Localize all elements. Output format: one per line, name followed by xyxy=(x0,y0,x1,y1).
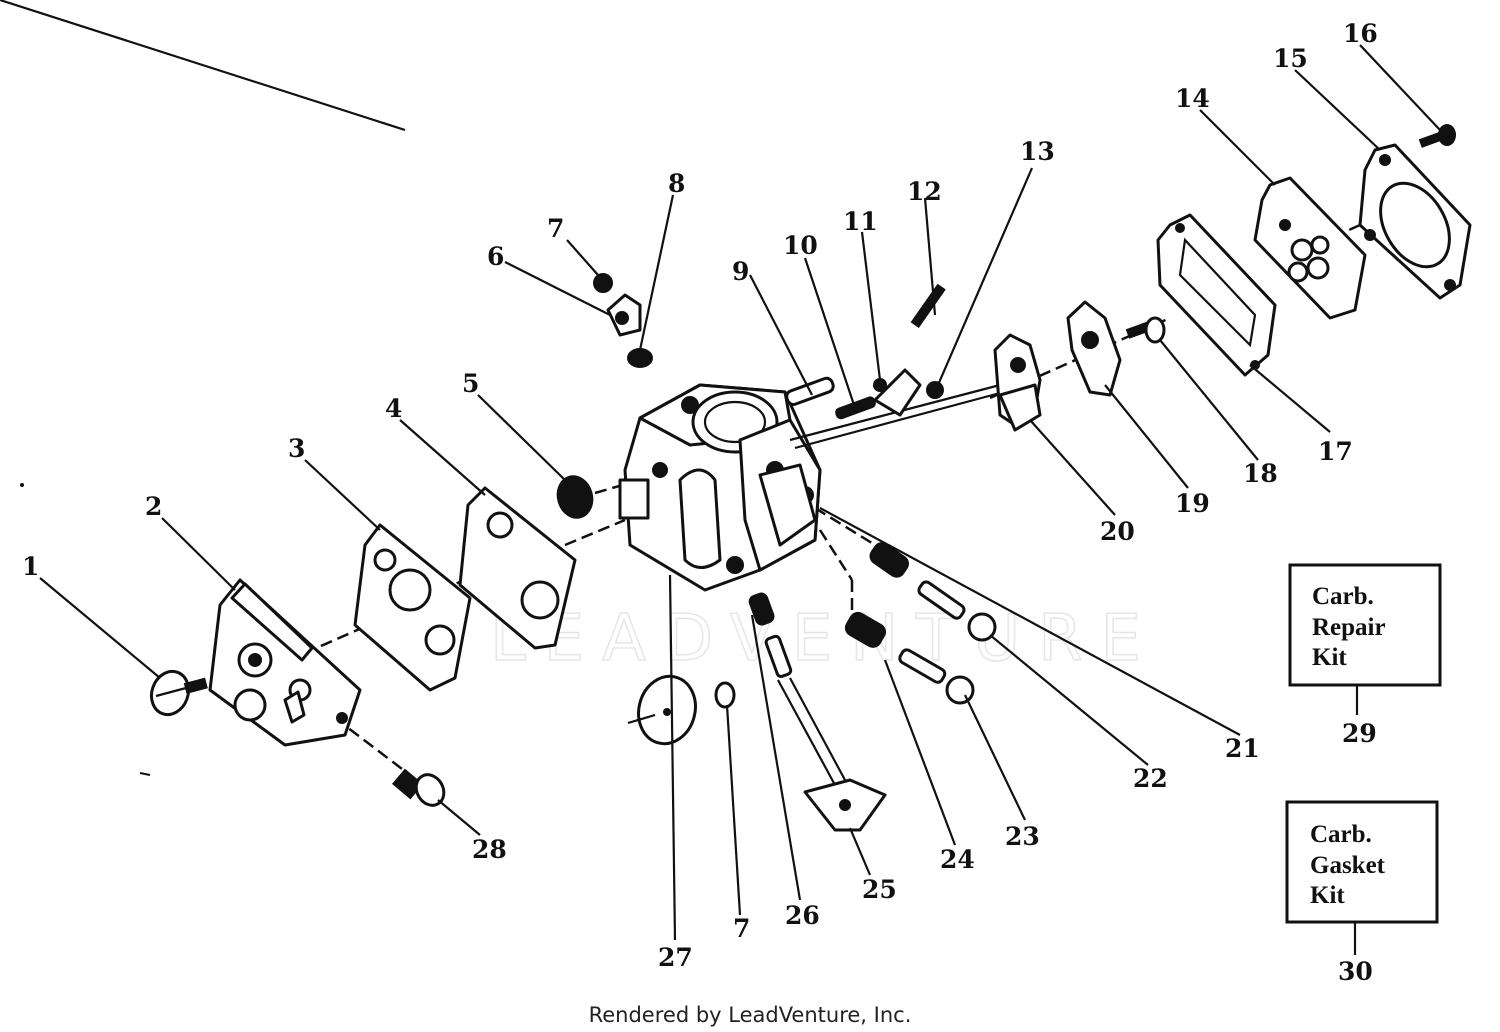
callout-5: 5 xyxy=(462,369,479,398)
part-2-pump-cover xyxy=(208,578,362,747)
part-14-metering-diaphragm xyxy=(1253,176,1367,320)
callout-1: 1 xyxy=(22,552,39,581)
part-3-pump-gasket xyxy=(353,523,472,692)
callout-25: 25 xyxy=(862,875,897,904)
part-19-plate xyxy=(1066,300,1122,397)
callout-3: 3 xyxy=(288,434,305,463)
callout-4: 4 xyxy=(385,394,402,423)
part-7-plug-lower xyxy=(714,681,736,709)
watermark: LEADVENTURE xyxy=(490,602,1159,676)
adjusting-needles xyxy=(844,542,997,705)
callout-12: 12 xyxy=(907,177,942,206)
callout-23: 23 xyxy=(1005,822,1040,851)
callout-6: 6 xyxy=(487,242,504,271)
part-28-fitting xyxy=(392,768,446,807)
callout-20: 20 xyxy=(1100,517,1135,546)
callout-15: 15 xyxy=(1273,44,1308,73)
carburetor-body xyxy=(618,383,822,592)
callout-7-upper: 7 xyxy=(547,214,564,243)
callout-26: 26 xyxy=(785,901,820,930)
callout-7-lower: 7 xyxy=(733,914,750,943)
callout-27: 27 xyxy=(658,943,693,972)
part-18-screw xyxy=(1125,316,1166,344)
callout-14: 14 xyxy=(1175,84,1210,113)
callout-17: 17 xyxy=(1318,437,1353,466)
callout-30: 30 xyxy=(1338,957,1373,986)
part-16-screw xyxy=(1418,124,1456,148)
part-15-metering-cover xyxy=(1358,143,1472,300)
part-27-welch-plug xyxy=(627,674,697,746)
callout-13: 13 xyxy=(1020,137,1055,166)
footer-credit: Rendered by LeadVenture, Inc. xyxy=(589,1003,912,1027)
callout-18: 18 xyxy=(1243,459,1278,488)
kit-gasket-line-2: Gasket xyxy=(1310,852,1386,879)
callout-11: 11 xyxy=(843,207,878,236)
kit-gasket-line-1: Carb. xyxy=(1310,821,1372,848)
part-6-7-8-cluster xyxy=(593,273,653,368)
kit-gasket-line-3: Kit xyxy=(1310,882,1345,909)
callout-10: 10 xyxy=(783,231,818,260)
callout-29: 29 xyxy=(1342,719,1377,748)
callout-24: 24 xyxy=(940,845,975,874)
kit-box-repair: Carb. Repair Kit xyxy=(1288,563,1442,687)
callout-16: 16 xyxy=(1343,19,1378,48)
leader-lines xyxy=(0,0,1441,955)
part-20-lever xyxy=(993,333,1042,432)
part-5-filter-screen xyxy=(556,475,594,519)
part-4-pump-diaphragm xyxy=(458,486,577,650)
callout-28: 28 xyxy=(472,835,507,864)
callout-22: 22 xyxy=(1133,764,1168,793)
callout-19: 19 xyxy=(1175,489,1210,518)
kit-box-gasket: Carb. Gasket Kit xyxy=(1285,800,1439,924)
kit-repair-line-1: Carb. xyxy=(1312,583,1374,610)
inlet-lever-assembly xyxy=(748,592,887,832)
kit-repair-line-2: Repair xyxy=(1312,614,1386,641)
throttle-shaft-assembly xyxy=(785,283,1001,450)
part-17-gasket xyxy=(1156,213,1277,377)
callout-8: 8 xyxy=(668,169,685,198)
callout-9: 9 xyxy=(732,257,749,286)
callout-21: 21 xyxy=(1225,734,1260,763)
callout-2: 2 xyxy=(145,492,162,521)
callout-numbers: 1 2 3 4 5 6 7 8 9 10 11 12 13 14 15 16 1… xyxy=(22,19,1378,986)
part-1-screw xyxy=(149,669,208,717)
kit-repair-line-3: Kit xyxy=(1312,644,1347,671)
